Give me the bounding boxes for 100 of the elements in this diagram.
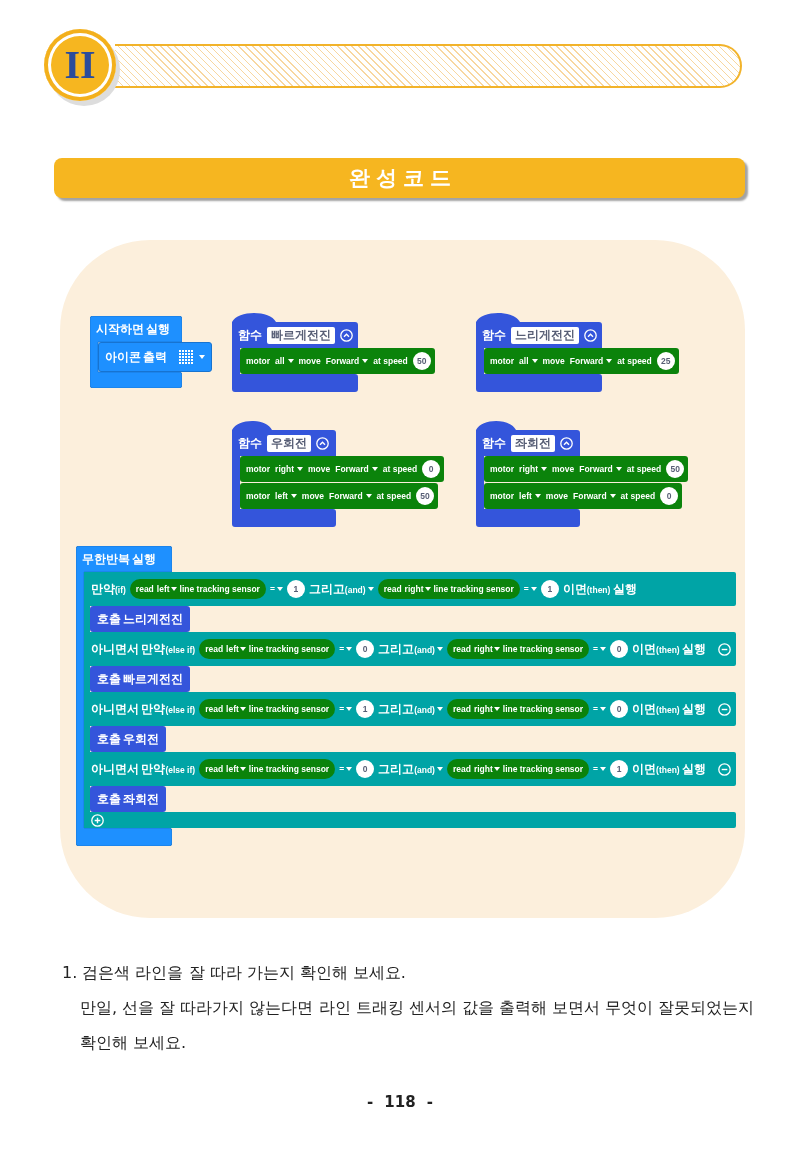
number-field: 0 xyxy=(660,487,679,505)
block-label: line tracking sensor xyxy=(433,584,514,594)
dropdown-label: right xyxy=(473,764,493,774)
dropdown-label: = xyxy=(339,704,345,714)
block-label: 아니면서 만약(else if) xyxy=(91,643,196,655)
number-field: 0 xyxy=(422,460,441,478)
dropdown-label: Forward xyxy=(329,491,363,501)
block-label: read xyxy=(135,584,154,594)
block-label: motor xyxy=(246,491,271,501)
block-label: at speed xyxy=(376,491,412,501)
section-number: II xyxy=(64,45,96,85)
block-label: move xyxy=(308,464,331,474)
block-label: 아니면서 만약(else if) xyxy=(91,703,196,715)
block-label: move xyxy=(301,491,325,501)
block-label: 시작하면 실행 xyxy=(96,323,171,335)
block-label: 이면(then) 실행 xyxy=(632,703,707,715)
block-label: line tracking sensor xyxy=(248,644,330,654)
dropdown-label: = xyxy=(339,644,345,654)
block-label: read xyxy=(452,764,471,774)
block-label: read xyxy=(383,584,402,594)
block-label: line tracking sensor xyxy=(502,704,584,714)
block-label: 무한반복 실행 xyxy=(82,553,157,565)
block-label: 이면(then) 실행 xyxy=(562,583,637,595)
block-label: at speed xyxy=(373,356,408,366)
dropdown-label: 그리고(and) xyxy=(378,763,435,775)
dropdown-label: left xyxy=(275,491,288,501)
dropdown-label: Forward xyxy=(325,356,360,366)
sensor-block xyxy=(446,699,590,719)
block-label: 이면(then) 실행 xyxy=(632,763,707,775)
number-field: 50 xyxy=(666,460,685,478)
sensor-block xyxy=(446,759,590,779)
motor-block xyxy=(240,456,445,482)
dropdown-label: 그리고(and) xyxy=(378,703,435,715)
call-block: 호출 빠르게전진 xyxy=(90,666,191,692)
block-label: 함수 xyxy=(482,329,506,341)
block-label: 만약(if) xyxy=(91,583,126,595)
dropdown-label: = xyxy=(269,584,275,594)
block-label: motor xyxy=(246,356,271,366)
block-label: move xyxy=(298,356,321,366)
block-label: 함수 xyxy=(482,437,506,449)
block-label: move xyxy=(545,491,569,501)
title-banner: 완성코드 xyxy=(54,158,745,198)
block-label: motor xyxy=(246,464,271,474)
block-label: motor xyxy=(490,356,515,366)
dropdown-label: left xyxy=(226,644,239,654)
sensor-block xyxy=(377,579,520,599)
dropdown-label: = xyxy=(593,764,599,774)
dropdown-label: = xyxy=(339,764,345,774)
sensor-block xyxy=(446,639,590,659)
call-block: 호출 우회전 xyxy=(90,726,167,752)
block-label: line tracking sensor xyxy=(179,584,260,594)
dropdown-label: right xyxy=(275,464,294,474)
page-number: - 118 - xyxy=(366,1092,434,1112)
dropdown-label: left xyxy=(226,764,239,774)
sensor-block xyxy=(199,699,336,719)
motor-block xyxy=(484,456,689,482)
dropdown-label: Forward xyxy=(569,356,604,366)
motor-block xyxy=(484,348,679,374)
dropdown-label: Forward xyxy=(579,464,613,474)
call-block: 호출 좌회전 xyxy=(90,786,167,812)
dropdown-label: right xyxy=(404,584,424,594)
block-label: read xyxy=(452,704,471,714)
dropdown-label: = xyxy=(523,584,529,594)
dropdown-label: right xyxy=(519,464,538,474)
block-label: at speed xyxy=(617,356,652,366)
block-label: at speed xyxy=(620,491,656,501)
motor-block xyxy=(240,483,439,509)
block-label: 아이콘 출력 xyxy=(105,351,168,363)
block-label: line tracking sensor xyxy=(502,644,584,654)
sensor-block xyxy=(129,579,266,599)
block-label: read xyxy=(205,644,224,654)
instruction-text: 만일, 선을 잘 따라가지 않는다면 라인 트래킹 센서의 값을 출력해 보면서 무엇이 잘못되었는지 확인해 보세요. xyxy=(80,997,756,1054)
dropdown-label: all xyxy=(275,356,285,366)
number-field: 50 xyxy=(412,352,431,370)
block-label: move xyxy=(542,356,565,366)
number-field: 50 xyxy=(416,487,435,505)
block-label: read xyxy=(205,704,224,714)
block-label: 아니면서 만약(else if) xyxy=(91,763,196,775)
block-label: 함수 xyxy=(238,437,262,449)
dropdown-label: all xyxy=(519,356,529,366)
block-label: line tracking sensor xyxy=(502,764,584,774)
dropdown-label: 그리고(and) xyxy=(308,583,366,595)
dropdown-label: Forward xyxy=(573,491,607,501)
block-label: read xyxy=(205,764,224,774)
block-label: motor xyxy=(490,491,515,501)
number-field: 25 xyxy=(656,352,675,370)
motor-block xyxy=(240,348,435,374)
block-label: 함수 xyxy=(238,329,262,341)
block-label: at speed xyxy=(626,464,662,474)
block-label: motor xyxy=(490,464,515,474)
call-block: 호출 느리게전진 xyxy=(90,606,191,632)
sensor-block xyxy=(199,639,336,659)
block-label: move xyxy=(552,464,575,474)
dropdown-label: left xyxy=(156,584,170,594)
block-label: line tracking sensor xyxy=(248,764,330,774)
dropdown-label: = xyxy=(593,704,599,714)
sensor-block xyxy=(199,759,336,779)
dropdown-label: right xyxy=(473,644,493,654)
motor-block xyxy=(484,483,683,509)
hatched-band xyxy=(115,44,742,88)
